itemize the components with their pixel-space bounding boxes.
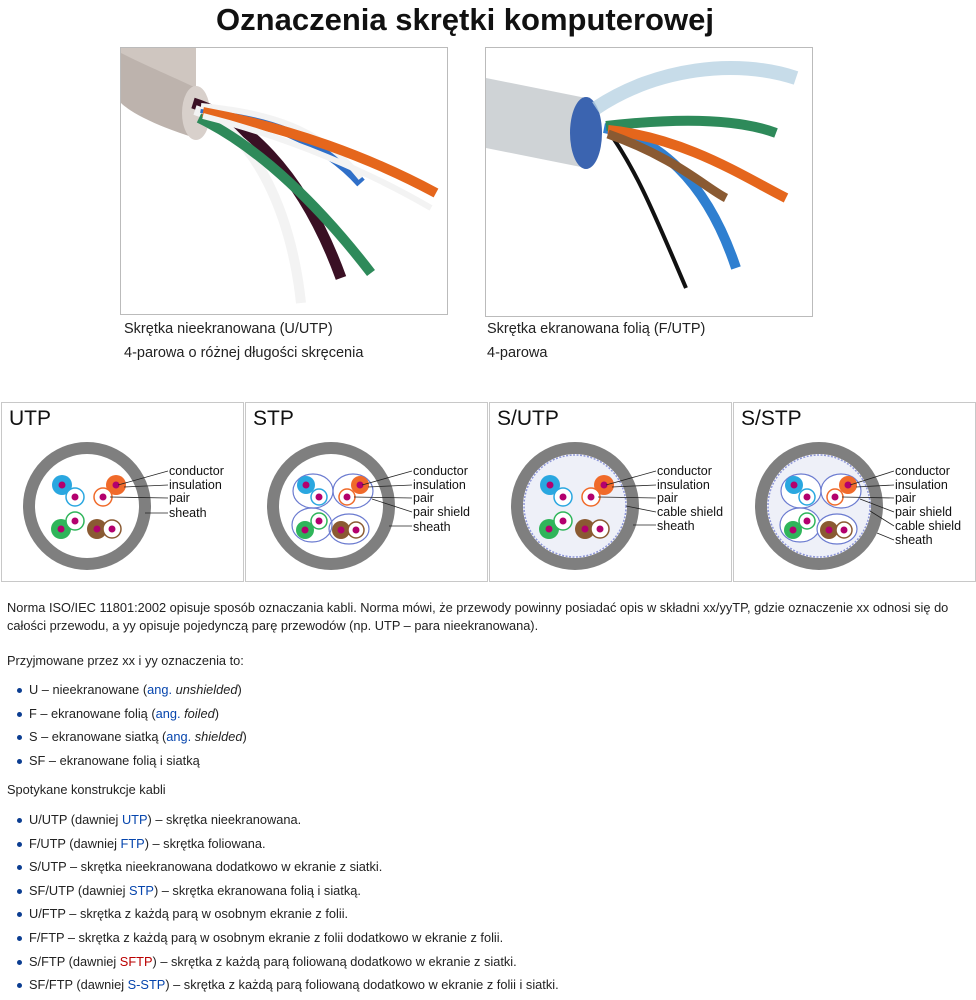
ftp-photo-caption: Skrętka ekranowana folią (F/UTP) 4-parow… <box>487 317 705 365</box>
label-pair: pair <box>895 491 916 505</box>
list-item: SF/FTP (dawniej S-STP) – skrętka z każdą… <box>0 976 559 1000</box>
ftp-link[interactable]: FTP <box>120 835 145 851</box>
diagram-stp: conductor insulation pair pair shield sh… <box>245 402 488 582</box>
bullet-icon <box>17 818 22 823</box>
bullet-icon <box>17 888 22 894</box>
list-item: F/UTP (dawniej FTP) – skrętka foliowana. <box>0 835 559 859</box>
list-item: S/FTP (dawniej SFTP) – skrętka z każdą p… <box>0 953 559 977</box>
utp-caption-line2: 4-parowa o różnej długości skręcenia <box>124 345 364 361</box>
ang-link[interactable]: ang. <box>166 729 192 745</box>
pair-blue <box>297 476 328 506</box>
label-conductor: conductor <box>413 464 468 478</box>
diagram-title: STP <box>253 407 294 430</box>
diagram-title: UTP <box>9 407 51 430</box>
sutp-cross-section: conductor insulation pair cable shield s… <box>511 442 723 570</box>
s-stp-link[interactable]: S-STP <box>127 977 166 993</box>
pair-green <box>51 511 85 539</box>
label-pair-shield: pair shield <box>413 505 470 519</box>
sstp-cross-section: conductor insulation pair pair shield ca… <box>755 442 961 570</box>
designations-intro: Przyjmowane przez xx i yy oznaczenia to: <box>7 653 244 668</box>
diagram-title: S/STP <box>741 407 802 430</box>
bullet-icon <box>17 711 22 717</box>
label-conductor: conductor <box>657 464 712 478</box>
label-pair-shield: pair shield <box>895 505 952 519</box>
list-item: U/FTP – skrętka z każdą parą w osobnym e… <box>0 905 559 929</box>
pair-green <box>296 512 328 539</box>
list-item: S – ekranowane siatką (ang. shielded) <box>0 728 247 752</box>
list-item: F/FTP – skrętka z każdą parą w osobnym e… <box>0 929 559 953</box>
pair-green <box>539 511 573 539</box>
label-sheath: sheath <box>169 506 207 520</box>
pair-orange <box>338 476 369 506</box>
label-insulation: insulation <box>895 478 948 492</box>
pair-brown <box>87 519 122 539</box>
pair-brown <box>332 521 365 539</box>
label-pair: pair <box>169 491 190 505</box>
sftp-link[interactable]: SFTP <box>119 953 153 969</box>
ang-link[interactable]: ang. <box>155 705 181 721</box>
utp-link[interactable]: UTP <box>121 812 148 827</box>
diagram-utp: conductor insulation pair sheath UTP <box>1 402 244 582</box>
utp-cable-photo <box>120 47 448 315</box>
pair-blue <box>785 476 816 506</box>
label-sheath: sheath <box>413 520 451 534</box>
utp-photo-caption: Skrętka nieekranowana (U/UTP) 4-parowa o… <box>124 317 363 365</box>
constructions-list: U/UTP (dawniej UTP) – skrętka nieekranow… <box>0 811 559 1000</box>
label-conductor: conductor <box>895 464 950 478</box>
diagram-sutp: conductor insulation pair cable shield s… <box>489 402 732 582</box>
utp-caption-line1: Skrętka nieekranowana (U/UTP) <box>124 321 333 337</box>
bullet-icon <box>17 865 22 871</box>
label-cable-shield: cable shield <box>657 505 723 519</box>
pair-blue <box>52 475 85 507</box>
diagram-title: S/UTP <box>497 407 559 430</box>
list-item: SF/UTP (dawniej STP) – skrętka ekranowan… <box>0 882 559 906</box>
label-pair: pair <box>413 491 434 505</box>
label-pair: pair <box>657 491 678 505</box>
list-item: SF – ekranowane folią i siatką <box>0 752 247 776</box>
list-item: S/UTP – skrętka nieekranowana dodatkowo … <box>0 858 559 882</box>
label-sheath: sheath <box>895 533 933 547</box>
bullet-icon <box>17 983 22 989</box>
stp-cross-section: conductor insulation pair pair shield sh… <box>267 442 470 570</box>
label-insulation: insulation <box>413 478 466 492</box>
ftp-cable-photo <box>485 47 813 317</box>
page-title: Oznaczenia skrętki komputerowej <box>216 2 714 37</box>
bullet-icon <box>17 841 22 847</box>
ftp-caption-line2: 4-parowa <box>487 345 548 361</box>
ftp-caption-line1: Skrętka ekranowana folią (F/UTP) <box>487 321 706 337</box>
designations-list: U – nieekranowane (ang. unshielded) F – … <box>0 681 247 775</box>
pair-green <box>784 512 816 539</box>
list-item: U – nieekranowane (ang. unshielded) <box>0 681 247 705</box>
label-cable-shield: cable shield <box>895 519 961 533</box>
pair-brown <box>820 521 853 539</box>
label-conductor: conductor <box>169 464 224 478</box>
pair-blue <box>540 475 573 507</box>
bullet-icon <box>17 959 22 965</box>
intro-paragraph: Norma ISO/IEC 11801:2002 opisuje sposób … <box>7 600 949 633</box>
stp-link[interactable]: STP <box>129 882 154 898</box>
label-sheath: sheath <box>657 519 695 533</box>
bullet-icon <box>17 935 22 941</box>
ang-link[interactable]: ang. <box>147 682 173 697</box>
bullet-icon <box>17 912 22 918</box>
list-item: U/UTP (dawniej UTP) – skrętka nieekranow… <box>0 811 559 835</box>
bullet-icon <box>17 758 22 764</box>
bullet-icon <box>17 688 22 693</box>
ftp-cable-illustration <box>486 61 799 289</box>
pair-orange <box>826 476 857 506</box>
utp-cross-section: conductor insulation pair sheath <box>23 442 224 570</box>
label-insulation: insulation <box>169 478 222 492</box>
pair-brown <box>575 519 610 539</box>
constructions-heading: Spotykane konstrukcje kabli <box>7 782 166 797</box>
label-insulation: insulation <box>657 478 710 492</box>
utp-cable-illustration <box>121 48 439 304</box>
list-item: F – ekranowane folią (ang. foiled) <box>0 705 247 729</box>
bullet-icon <box>17 735 22 741</box>
diagram-sstp: conductor insulation pair pair shield ca… <box>733 402 976 582</box>
